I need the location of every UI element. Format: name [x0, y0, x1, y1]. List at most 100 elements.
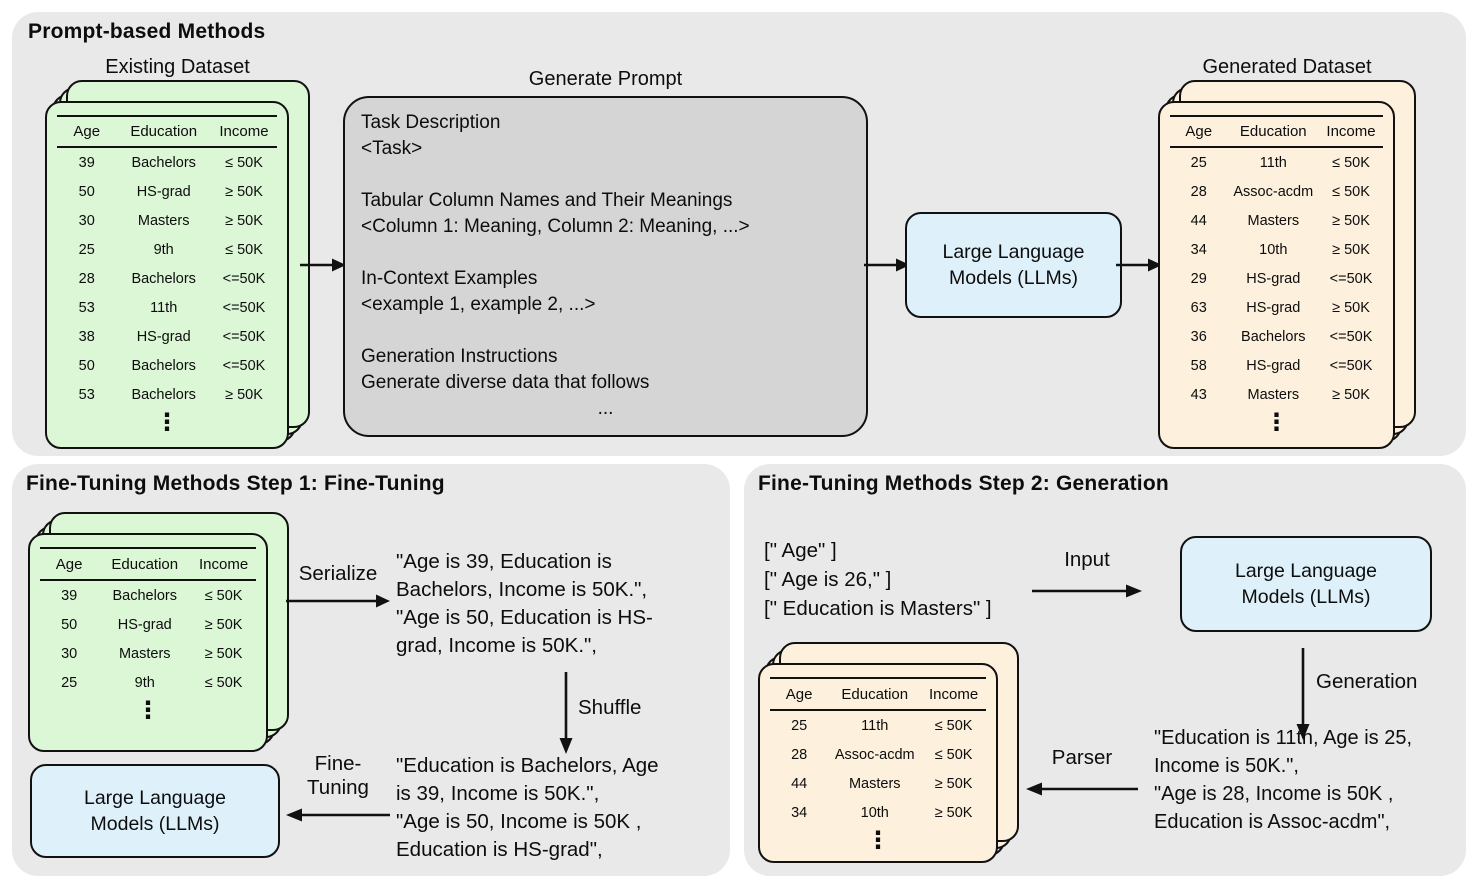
- arrow-llm-to-generated: [1116, 258, 1162, 272]
- table-cell: 34: [1190, 241, 1207, 258]
- table-cell: ≤ 50K: [225, 241, 263, 258]
- table-cell: HS-grad: [1246, 270, 1301, 287]
- table-cell: 25: [78, 241, 95, 258]
- table-row: 58 HS-grad <=50K: [1170, 351, 1383, 380]
- table-cell: ≥ 50K: [204, 616, 243, 633]
- input-arrays-text: [" Age" ] [" Age is 26," ] [" Education …: [764, 539, 992, 620]
- table-cell: Bachelors: [131, 154, 196, 171]
- table-cell: 9th: [153, 241, 174, 258]
- table-cell: 10th: [860, 804, 889, 821]
- existing-dataset-label: Existing Dataset: [105, 56, 250, 78]
- table-header-cell: Education: [130, 123, 198, 140]
- table-cell: HS-grad: [1246, 299, 1301, 316]
- table-cell: 63: [1190, 299, 1207, 316]
- table-cell: ≥ 50K: [1332, 386, 1370, 403]
- table-cell: ≤ 50K: [1332, 154, 1370, 171]
- generate-prompt-box: Task Description <Task> Tabular Column N…: [343, 96, 868, 437]
- table-cell: 50: [78, 183, 95, 200]
- fine-tuning-label: Fine- Tuning: [307, 752, 369, 799]
- table-header-cell: Age: [55, 555, 83, 573]
- table-cell: ≥ 50K: [225, 183, 263, 200]
- arrow-parser: [1026, 782, 1138, 796]
- table-cell: Masters: [118, 645, 171, 662]
- table-cell: ≤ 50K: [225, 154, 263, 171]
- table-cell: ≥ 50K: [1332, 241, 1370, 258]
- table-header-cell: Income: [1326, 123, 1376, 140]
- table-cell: 53: [78, 386, 95, 403]
- table-cell: Bachelors: [131, 386, 196, 403]
- llm-box-prompt: Large Language Models (LLMs): [905, 212, 1122, 318]
- table-cell: 28: [791, 746, 808, 763]
- table-cell: 36: [1190, 328, 1207, 345]
- table-cell: ≤ 50K: [934, 746, 973, 763]
- table-cell: <=50K: [222, 270, 266, 287]
- llm-box-step1: Large Language Models (LLMs): [30, 764, 280, 858]
- table-ellipsis: ⋮: [136, 697, 160, 724]
- prompt-section-instructions: Generation Instructions Generate diverse…: [361, 344, 850, 396]
- prompt-section-task: Task Description <Task>: [361, 110, 850, 162]
- table-cell: 58: [1190, 357, 1207, 374]
- arrow-dataset-to-prompt: [300, 258, 346, 272]
- table-header-cell: Age: [785, 685, 813, 703]
- parser-label: Parser: [1051, 746, 1113, 769]
- table-cell: ≤ 50K: [1332, 183, 1370, 200]
- table-cell: 30: [78, 212, 95, 229]
- table-cell: HS-grad: [136, 183, 191, 200]
- shuffled-text: "Education is Bachelors, Age is 39, Inco…: [396, 754, 659, 861]
- table-cell: <=50K: [1329, 270, 1373, 287]
- table-row: 25 9th ≤ 50K: [57, 235, 277, 264]
- table-cell: ≥ 50K: [934, 804, 973, 821]
- prompt-methods-panel: Prompt-based Methods Existing Dataset Ag…: [12, 12, 1466, 456]
- table-cell: Masters: [1247, 212, 1300, 229]
- serialized-text: "Age is 39, Education is Bachelors, Inco…: [396, 550, 653, 657]
- table-cell: 25: [1190, 154, 1207, 171]
- table-cell: 44: [791, 775, 808, 792]
- llm-box-label: Large Language Models (LLMs): [1234, 560, 1378, 608]
- table-cell: <=50K: [1329, 328, 1373, 345]
- fine-tuning-step2-panel: Fine-Tuning Methods Step 2: Generation […: [744, 464, 1466, 876]
- prompt-section-body: <Task>: [361, 138, 423, 159]
- prompt-section-body: Generate diverse data that follows: [361, 372, 650, 393]
- table-cell: ≥ 50K: [934, 775, 973, 792]
- arrow-serialize: [286, 594, 390, 608]
- table-cell: Bachelors: [131, 357, 196, 374]
- table-cell: 50: [61, 616, 78, 633]
- table-header-cell: Income: [219, 123, 269, 140]
- table-header-cell: Income: [198, 555, 249, 573]
- table-cell: 11th: [150, 299, 178, 316]
- table-cell: 39: [61, 587, 78, 604]
- table-cell: 30: [61, 645, 78, 662]
- table-cell: 28: [1190, 183, 1207, 200]
- table-cell: 28: [78, 270, 95, 287]
- table-cell: 50: [78, 357, 95, 374]
- table-cell: Assoc-acdm: [834, 746, 915, 763]
- llm-box-step2: Large Language Models (LLMs): [1180, 536, 1432, 632]
- table-cell: HS-grad: [1246, 357, 1301, 374]
- table-cell: <=50K: [1329, 357, 1373, 374]
- table-cell: <=50K: [222, 357, 266, 374]
